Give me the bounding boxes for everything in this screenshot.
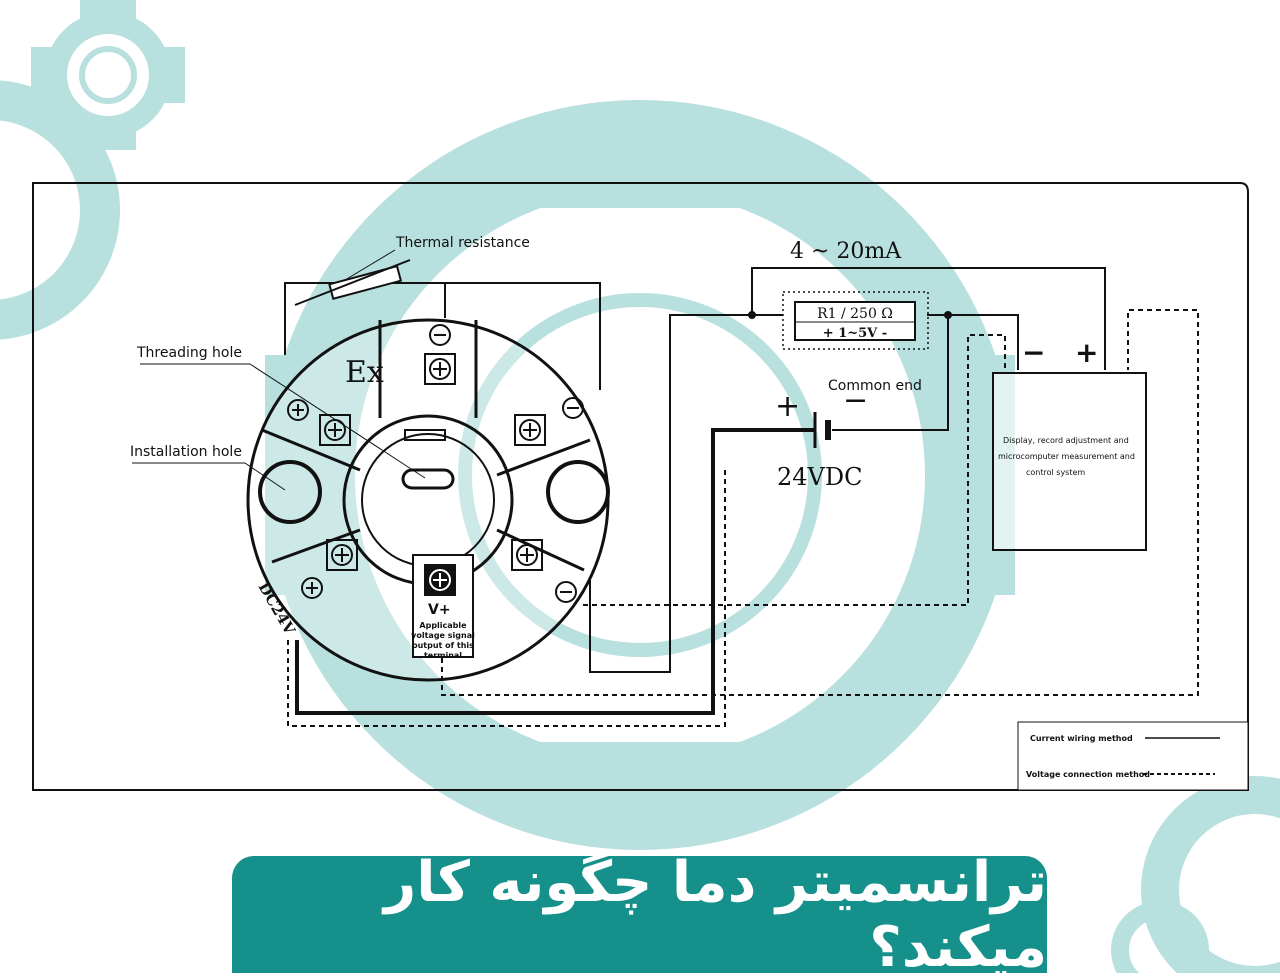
screw-icon [326,539,358,571]
corner-gear-icon [1111,776,1280,973]
minus-marker-icon [555,581,577,603]
thermal-resistance-label: Thermal resistance [395,235,530,251]
resistor-dotted-box [782,291,929,350]
display-box-text-1: Display, record adjustment and [1003,436,1129,445]
installation-hole-label: Installation hole [130,444,242,460]
junction-node [944,311,952,319]
display-box-text-3: control system [1026,468,1085,477]
applicable-terminal-label-3: output of this [412,641,474,650]
supply-wires [295,428,815,715]
applicable-terminal-label-4: terminal [424,651,462,660]
resistor-body [794,301,916,341]
current-loop-wires [589,267,1106,673]
screw-icon [514,414,546,446]
legend-box [1017,721,1249,791]
resistor-range-label: + 1~5V - [823,326,887,341]
installation-hole-leader [244,462,286,491]
screw-icon [511,539,543,571]
supply-plus-label: + [775,389,800,424]
legend-voltage-label: Voltage connection method [1026,770,1150,779]
threading-hole-label: Threading hole [136,345,242,361]
threading-hole-leader [249,363,426,479]
supply-voltage-label: 24VDC [777,463,862,491]
common-end-label: Common end [828,378,922,394]
minus-marker-icon [562,397,584,419]
display-box [992,372,1147,551]
battery-icon [813,412,831,448]
display-plus-label: + [1075,336,1098,369]
caption-banner: ترانسمیتر دما چگونه کار میکند؟ [232,850,1047,980]
legend-current-label: Current wiring method [1030,734,1133,743]
ex-label: Ex [345,355,384,390]
resistor-label: R1 / 250 Ω [817,306,893,322]
voltage-loop-wires [287,309,1199,727]
display-box-text-2: microcomputer measurement and [998,452,1135,461]
junction-node [748,311,756,319]
current-range-label: 4 ~ 20mA [790,239,902,264]
screw-icon [424,564,456,596]
applicable-terminal-label-1: Applicable [419,621,467,630]
minus-marker-icon [429,324,451,346]
diagram-frame [32,182,1249,791]
thermal-resistance-wiring [284,259,601,390]
gear-teeth [31,0,1015,812]
small-gear-icon [45,12,171,138]
thermal-resistance-pointer [344,249,396,281]
terminal-v-plus-label: V+ [428,602,451,618]
plus-marker-icon [287,399,309,421]
applicable-terminal-label-2: voltage signal [411,631,475,640]
terminal-screws [287,324,584,603]
caption-text: ترانسمیتر دما چگونه کار میکند؟ [384,849,1047,980]
screw-icon [424,353,456,385]
supply-minus-label: − [843,383,868,418]
screw-icon [319,414,351,446]
partial-gear-icon [0,80,120,340]
display-minus-label: − [1022,336,1045,369]
plus-marker-icon [301,577,323,599]
